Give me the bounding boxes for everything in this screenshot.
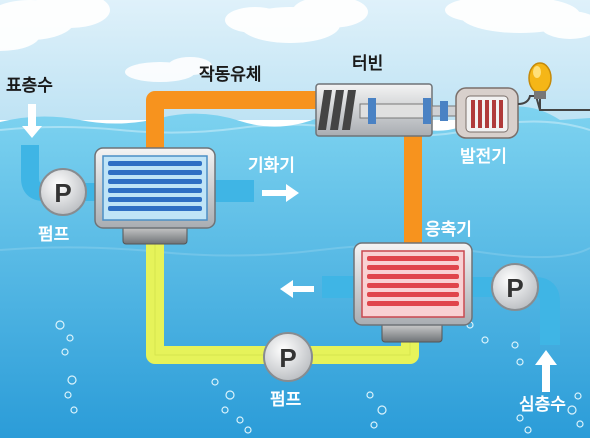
generator bbox=[455, 87, 590, 139]
working-fluid-pipe-hot bbox=[146, 91, 320, 158]
evaporator-outlet bbox=[212, 180, 254, 202]
arrow-down-icon bbox=[22, 104, 42, 138]
pump-left-symbol: P bbox=[54, 178, 71, 208]
turbine bbox=[315, 83, 461, 137]
arrow-up-icon bbox=[535, 350, 557, 392]
cloud-icon bbox=[125, 57, 212, 82]
arrow-right-icon bbox=[262, 184, 299, 202]
condenser-fins bbox=[367, 256, 459, 306]
label-vaporization: 기화기 bbox=[248, 156, 295, 176]
label-generator: 발전기 bbox=[460, 147, 507, 167]
condenser-outlet bbox=[322, 276, 360, 298]
label-turbine: 터빈 bbox=[352, 54, 383, 74]
cloud-icon bbox=[225, 0, 368, 43]
label-deep-water: 심층수 bbox=[519, 395, 566, 415]
label-pump-bottom: 펌프 bbox=[270, 390, 302, 410]
bubble-icon bbox=[55, 320, 584, 434]
cloud-icon bbox=[445, 0, 590, 39]
label-surface-water: 표층수 bbox=[6, 76, 53, 96]
pump-left: P bbox=[39, 168, 87, 216]
pump-bottom-symbol: P bbox=[279, 343, 296, 373]
label-working-fluid: 작동유체 bbox=[199, 65, 262, 85]
label-condenser: 응축기 bbox=[425, 220, 472, 240]
pump-bottom: P bbox=[263, 332, 313, 382]
evaporator-fins bbox=[108, 161, 202, 211]
cloud-icon bbox=[0, 0, 110, 51]
lamp-icon bbox=[528, 62, 552, 110]
condenser bbox=[353, 242, 473, 343]
pump-right: P bbox=[491, 263, 539, 311]
label-pump-left: 펌프 bbox=[38, 225, 70, 245]
turbine-blades bbox=[318, 90, 356, 130]
pump-right-symbol: P bbox=[506, 273, 523, 303]
arrow-left-icon bbox=[280, 280, 314, 298]
evaporator bbox=[94, 147, 216, 245]
